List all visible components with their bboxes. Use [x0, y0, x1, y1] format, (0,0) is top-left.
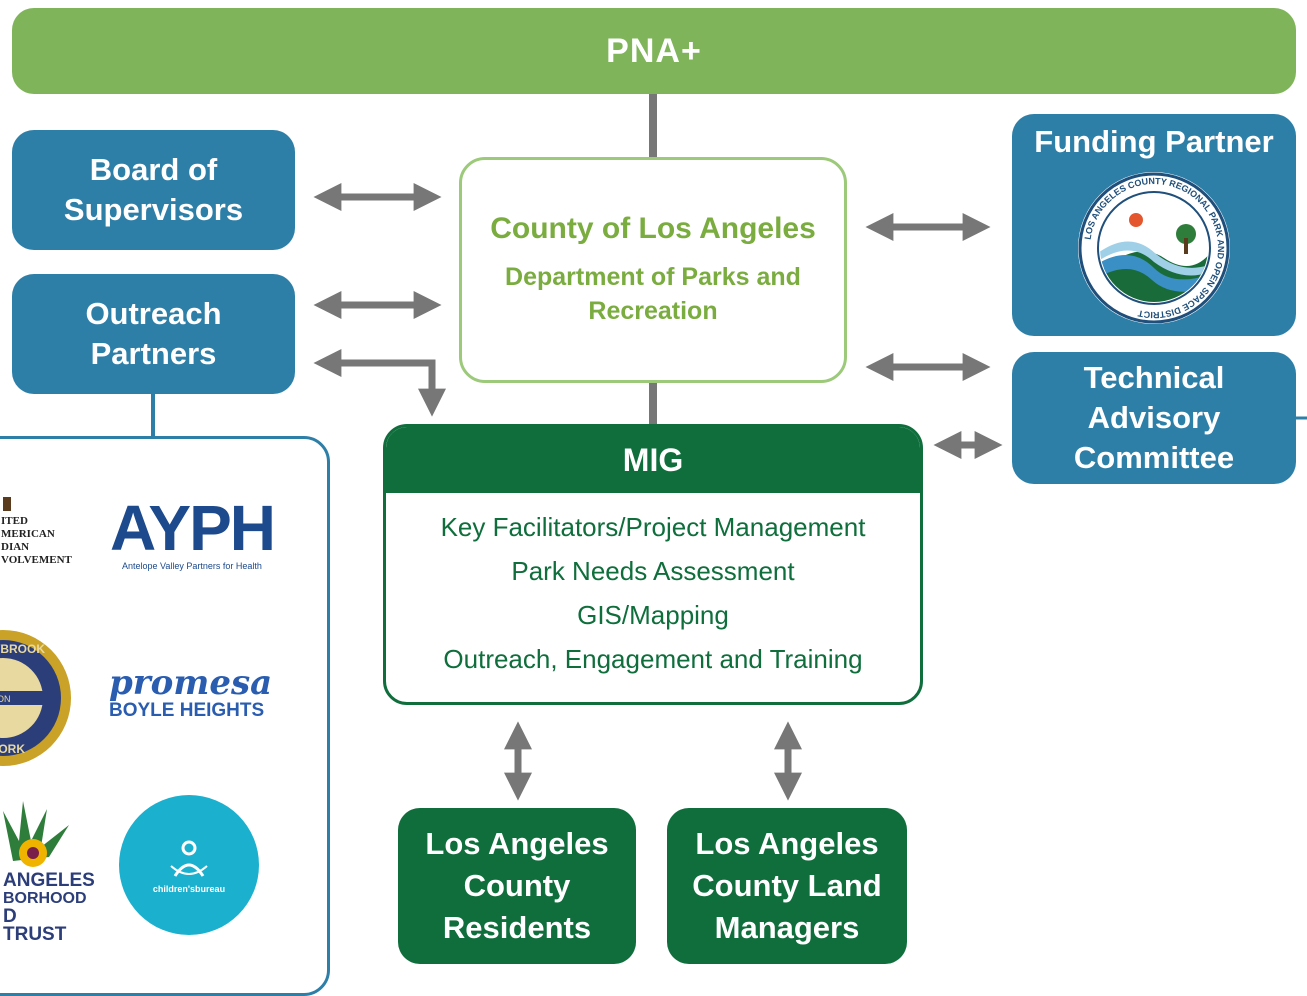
family-icon — [170, 840, 208, 877]
la-neighborhood-land-trust-logo: ANGELES BORHOOD D TRUST — [3, 801, 95, 944]
tac-line-1: Technical — [1083, 360, 1225, 395]
uaii-logo: ITED MERICAN DIAN VOLVEMENT — [1, 497, 81, 597]
county-subtitle-line-1: Department of Parks and — [505, 263, 801, 291]
board-line-2: Supervisors — [63, 192, 244, 227]
county-land-managers-box: Los Angeles County Land Managers — [667, 808, 907, 964]
mig-item: GIS/Mapping — [577, 600, 729, 630]
county-title: County of Los Angeles — [490, 212, 816, 245]
mig-item: Outreach, Engagement and Training — [443, 644, 863, 674]
lant-text: BORHOOD — [3, 890, 87, 907]
county-residents-box: Los Angeles County Residents — [398, 808, 636, 964]
land-line-1: Los Angeles — [695, 826, 879, 861]
childrens-bureau-text: children'sbureau — [152, 884, 226, 894]
willowbrook-text: WORK — [0, 742, 25, 756]
ayph-logo: AYPH Antelope Valley Partners for Health — [107, 495, 277, 585]
funding-title: Funding Partner — [1034, 124, 1274, 159]
ayph-wordmark: AYPH — [110, 492, 276, 564]
tac-line-2: Advisory — [1087, 400, 1221, 435]
land-line-3: Managers — [714, 910, 860, 945]
mig-title: MIG — [622, 441, 684, 478]
mig-responsibilities: Key Facilitators/Project Management Park… — [441, 493, 866, 681]
outreach-partner-logos-panel: ITED MERICAN DIAN VOLVEMENT AYPH Antelop… — [0, 436, 330, 996]
willowbrook-seal-icon: WBROOK LUSION WORK — [0, 630, 71, 766]
outreach-line-1: Outreach — [85, 296, 222, 331]
county-of-los-angeles-box: County of Los Angeles Department of Park… — [459, 157, 847, 383]
county-subtitle-line-2: Recreation — [588, 297, 718, 325]
mig-item: Park Needs Assessment — [511, 556, 795, 586]
board-line-1: Board of — [89, 152, 218, 187]
pna-label: PNA+ — [606, 31, 702, 70]
residents-line-2: County — [463, 868, 571, 903]
childrens-bureau-logo: children'sbureau — [119, 795, 259, 935]
board-of-supervisors-box: Board of Supervisors — [12, 130, 295, 250]
sunflower-icon — [3, 801, 69, 867]
mig-item: Key Facilitators/Project Management — [440, 512, 866, 542]
mig-header: MIG — [386, 427, 920, 493]
arrow-outreach-mig — [313, 349, 446, 417]
promesa-subtitle: BOYLE HEIGHTS — [109, 700, 265, 721]
tac-line-3: Committee — [1073, 440, 1235, 475]
outreach-line-2: Partners — [90, 336, 217, 371]
pna-bar: PNA+ — [12, 8, 1296, 94]
land-line-2: County Land — [692, 868, 882, 903]
uaii-text: VOLVEMENT — [1, 554, 72, 566]
uaii-text: MERICAN — [1, 528, 55, 540]
willowbrook-text: LUSION — [0, 694, 11, 704]
outreach-partners-box: Outreach Partners — [12, 274, 295, 394]
funding-partner-box: Funding Partner LOS ANGELES COUNTY REGIO… — [1012, 114, 1296, 336]
residents-line-1: Los Angeles — [425, 826, 609, 861]
technical-advisory-committee-box: Technical Advisory Committee — [1012, 352, 1296, 484]
regional-park-district-seal-icon: LOS ANGELES COUNTY REGIONAL PARK AND OPE… — [1078, 172, 1230, 324]
lant-text: D TRUST — [3, 906, 67, 945]
mig-box: MIG Key Facilitators/Project Management … — [383, 424, 923, 705]
connector-layer — [151, 94, 1307, 801]
promesa-logo: promesa BOYLE HEIGHTS — [109, 665, 279, 725]
uaii-text: ITED — [1, 515, 28, 527]
uaii-text: DIAN — [1, 541, 30, 553]
residents-line-3: Residents — [442, 910, 592, 945]
ayph-tagline: Antelope Valley Partners for Health — [122, 561, 262, 571]
uaii-feather-icon — [3, 497, 11, 511]
lant-text: ANGELES — [3, 870, 95, 891]
promesa-wordmark: promesa — [109, 663, 273, 703]
willowbrook-text: WBROOK — [0, 642, 45, 656]
